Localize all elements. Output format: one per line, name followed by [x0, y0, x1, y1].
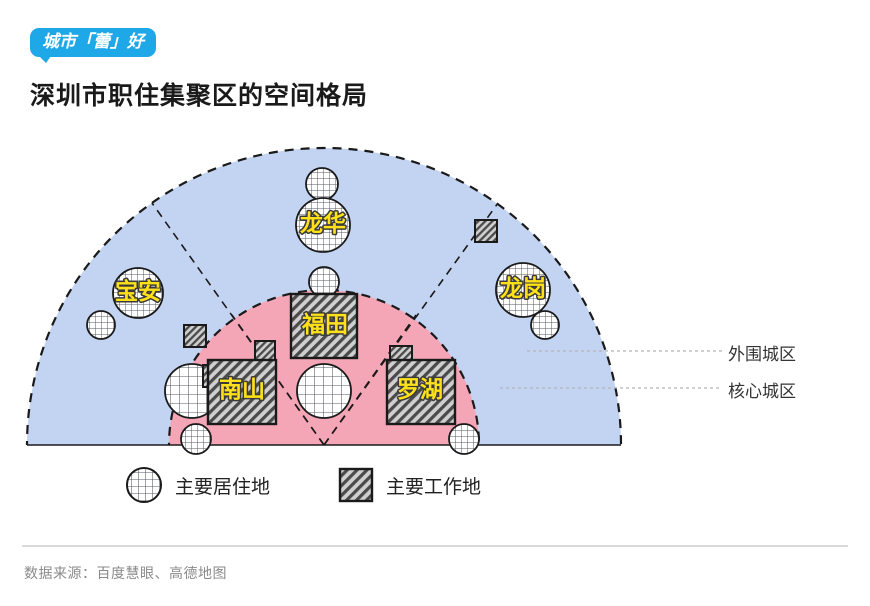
residence-marker [86, 310, 116, 340]
grid-circle-icon [126, 467, 162, 503]
brand-logo: 城市「蕾」好 [30, 28, 156, 63]
legend-item-residence: 主要居住地 [125, 466, 270, 504]
diagram-legend: 主要居住地 主要工作地 [125, 466, 481, 504]
work-marker-nanshan [206, 358, 278, 426]
legend-label-residence: 主要居住地 [175, 476, 271, 498]
residence-marker [308, 266, 340, 298]
hatched-square-icon [338, 467, 374, 503]
logo-text: 城市「蕾」好 [42, 32, 144, 52]
district-label-baoan: 宝安 [115, 278, 161, 304]
data-source-text: 数据来源：百度慧眼、高德地图 [24, 565, 227, 581]
callout-label-core-zone: 核心城区 [728, 382, 796, 401]
work-marker-luohu [385, 358, 457, 426]
residence-marker [295, 197, 351, 253]
residence-marker [305, 167, 339, 201]
residence-marker [448, 423, 480, 455]
district-label-futian: 福田 [301, 311, 348, 337]
footer-divider [22, 545, 848, 547]
legend-label-work: 主要工作地 [386, 476, 482, 498]
spatial-pattern-diagram: 宝安 龙华 龙岗 福田 南山 罗湖 [0, 125, 870, 525]
page-title: 深圳市职住集聚区的空间格局 [30, 82, 369, 110]
logo-tail-icon [39, 56, 51, 63]
residence-marker [112, 267, 164, 319]
district-label-luohu: 罗湖 [397, 376, 443, 402]
district-label-longgang: 龙岗 [500, 275, 546, 301]
district-label-longhua: 龙华 [300, 210, 346, 236]
legend-item-work: 主要工作地 [338, 467, 481, 503]
work-marker [183, 324, 207, 348]
work-marker [254, 340, 276, 362]
residence-marker [530, 310, 560, 340]
work-markers [183, 219, 498, 426]
callout-leader-lines [500, 350, 722, 389]
residence-markers [86, 167, 560, 455]
district-label-nanshan: 南山 [219, 376, 265, 402]
callout-label-outer-zone: 外围城区 [728, 345, 796, 364]
logo-badge: 城市「蕾」好 [30, 28, 156, 63]
work-marker-futian [289, 292, 359, 360]
work-marker [474, 219, 498, 243]
district-labels: 宝安 龙华 龙岗 福田 南山 罗湖 [114, 209, 548, 404]
residence-marker [180, 423, 212, 455]
residence-marker [296, 363, 352, 419]
residence-marker [495, 262, 551, 318]
sector-dividers [151, 202, 499, 446]
